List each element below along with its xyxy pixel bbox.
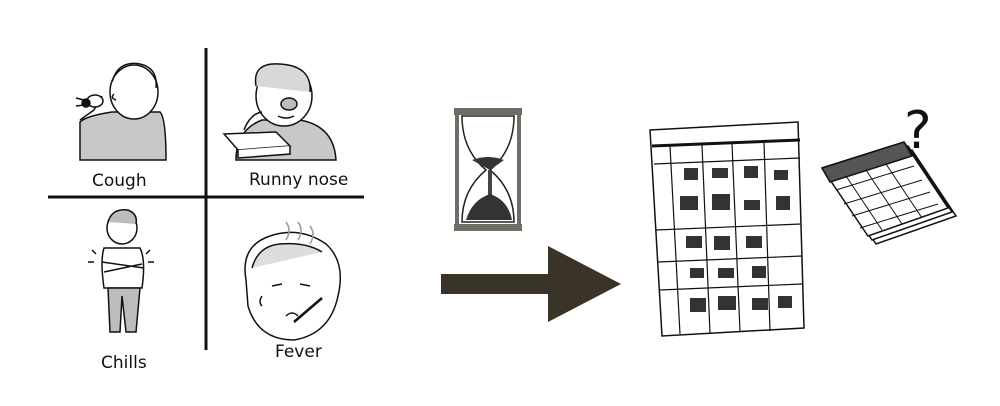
symptom-label-fever: Fever [275,342,322,362]
weekly-schedule-sheet-icon [649,121,805,337]
runny-nose-person-icon [222,63,337,161]
right-arrow-icon [441,246,621,322]
symptom-grid-lines [48,48,364,350]
symptom-label-runny-nose: Runny nose [249,170,349,190]
symptom-label-cough: Cough [92,171,147,191]
question-mark-icon: ? [904,101,932,161]
hourglass-icon [454,108,522,231]
calendar-icon [820,141,958,245]
fever-face-icon [244,221,341,341]
symptom-label-chills: Chills [101,353,147,373]
chills-person-icon [88,209,154,333]
cough-person-icon [75,62,167,161]
